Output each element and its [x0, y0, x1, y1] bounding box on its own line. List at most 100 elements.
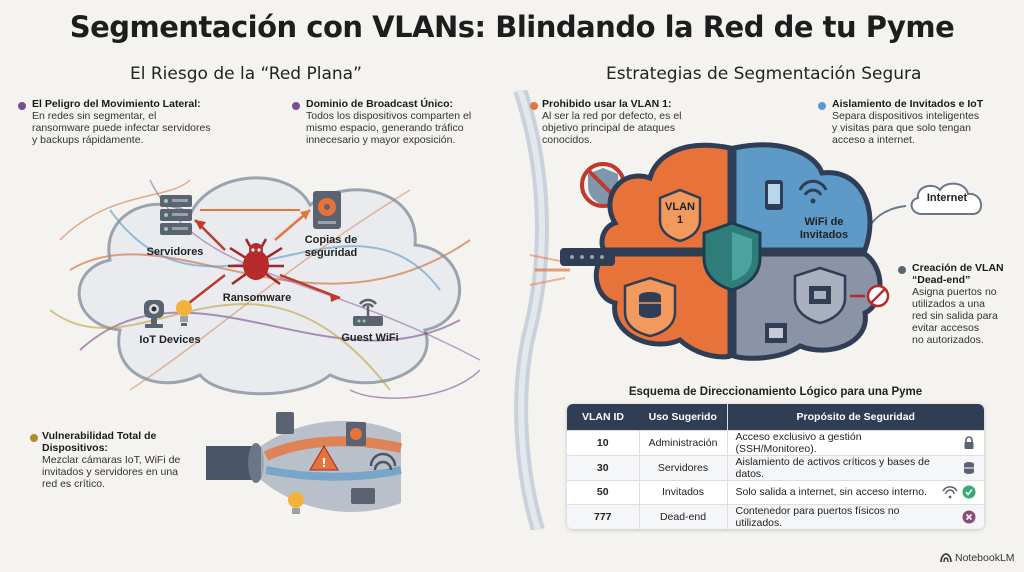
- cell-uso: Dead-end: [638, 503, 727, 529]
- label-wifi-guests: WiFi de Invitados: [786, 216, 862, 242]
- database-icon: [964, 461, 974, 474]
- note-heading: Prohibido usar la VLAN 1:: [542, 98, 672, 110]
- note-heading: Creación de VLAN: [912, 262, 1004, 274]
- cell-vlan-id: 10: [567, 429, 639, 455]
- lightbulb-icon: [176, 300, 192, 326]
- cell-proposito: Acceso exclusivo a gestión (SSH/Monitore…: [726, 429, 940, 455]
- note-line: conocidos.: [542, 134, 593, 146]
- cell-uso: Invitados: [638, 479, 727, 504]
- note-line: innecesario y mayor exposición.: [306, 134, 456, 146]
- note-heading: Dominio de Broadcast Único:: [306, 98, 454, 110]
- page-title: Segmentación con VLANs: Blindando la Red…: [69, 10, 955, 44]
- note-heading: Vulnerabilidad Total de: [42, 430, 157, 442]
- mixed-devices-pipe: !: [206, 412, 403, 514]
- note-line: acceso a internet.: [832, 134, 915, 146]
- server-icon: [160, 195, 192, 235]
- bullet-dot: [898, 266, 906, 274]
- iot-camera-icon: [144, 300, 164, 328]
- note-line: evitar accesos: [912, 322, 980, 334]
- internet-cloud-icon: [910, 182, 983, 215]
- table-row: 30 Servidores Aislamiento de activos crí…: [567, 454, 984, 480]
- note-heading: Aislamiento de Invitados e IoT: [832, 98, 984, 110]
- label-internet: Internet: [926, 192, 968, 204]
- label-backups: Copias de seguridad: [296, 234, 366, 260]
- label-line: 1: [676, 214, 684, 226]
- table-row: 777 Dead-end Contenedor para puertos fís…: [567, 503, 984, 529]
- note-line: mismo espacio, generando tráfico: [306, 122, 464, 134]
- backup-drive-icon: [313, 191, 341, 229]
- cell-vlan-id: 30: [567, 454, 639, 480]
- table-row: 50 Invitados Solo salida a internet, sin…: [567, 479, 984, 504]
- cell-icon: [940, 429, 984, 455]
- lock-icon: [964, 435, 974, 449]
- brand-watermark: NotebookLM: [940, 552, 1015, 564]
- label-guest-wifi: Guest WiFi: [341, 332, 399, 344]
- left-section-title: El Riesgo de la “Red Plana”: [130, 64, 362, 84]
- note-guest-isolation: Aislamiento de Invitados e IoT Separa di…: [832, 98, 1012, 146]
- note-dead-end: Creación de VLAN “Dead-end” Asigna puert…: [912, 262, 1020, 346]
- cell-icon: [940, 454, 984, 480]
- note-vulnerability: Vulnerabilidad Total de Dispositivos: Me…: [42, 430, 222, 490]
- center-divider: [513, 90, 570, 530]
- bullet-dot: [30, 434, 38, 442]
- cell-uso: Servidores: [638, 454, 727, 480]
- note-line: En redes sin segmentar, el: [32, 110, 157, 122]
- note-heading: “Dead-end”: [912, 274, 971, 286]
- note-line: red es crítico.: [42, 478, 106, 490]
- note-line: Mezclar cámaras IoT, WiFi de: [42, 454, 181, 466]
- label-servers: Servidores: [146, 246, 204, 258]
- segmented-network-diagram: [560, 142, 890, 361]
- cell-icon: [940, 503, 984, 529]
- label-line: Invitados: [799, 229, 849, 241]
- note-vlan1: Prohibido usar la VLAN 1: Al ser la red …: [542, 98, 722, 146]
- ransomware-bug-icon: [228, 238, 284, 286]
- right-section-title: Estrategias de Segmentación Segura: [606, 64, 922, 84]
- label-line: Copias de: [304, 234, 358, 246]
- brand-label: NotebookLM: [955, 552, 1015, 564]
- note-line: invitados y servidores en una: [42, 466, 178, 478]
- note-line: red sin salida para: [912, 310, 998, 322]
- table-title: Esquema de Direccionamiento Lógico para …: [628, 386, 923, 398]
- cell-proposito: Aislamiento de activos críticos y bases …: [726, 454, 940, 480]
- note-line: objetivo principal de ataques: [542, 122, 676, 134]
- label-line: seguridad: [304, 247, 358, 259]
- note-line: Al ser la red por defecto, es el: [542, 110, 682, 122]
- label-line: VLAN: [665, 201, 695, 213]
- cell-proposito: Solo salida a internet, sin acceso inter…: [726, 479, 940, 504]
- column-header: Propósito de Seguridad: [726, 404, 984, 430]
- x-circle-icon: [962, 510, 976, 523]
- bullet-dot: [18, 102, 26, 110]
- label-iot: IoT Devices: [139, 334, 201, 346]
- wifi-router-icon: [353, 298, 383, 326]
- label-line: WiFi de: [804, 216, 844, 228]
- cell-proposito: Contenedor para puertos físicos no utili…: [726, 503, 940, 529]
- label-ransomware: Ransomware: [222, 292, 292, 304]
- cell-uso: Administración: [638, 429, 727, 455]
- notebooklm-logo-icon: [940, 553, 952, 563]
- note-line: utilizados a una: [912, 298, 985, 310]
- note-line: no autorizados.: [912, 334, 984, 346]
- note-lateral-movement: El Peligro del Movimiento Lateral: En re…: [32, 98, 272, 146]
- column-header: Uso Sugerido: [639, 404, 727, 430]
- cell-vlan-id: 50: [567, 479, 639, 504]
- note-line: ransomware puede infectar servidores: [32, 122, 211, 134]
- note-heading: Dispositivos:: [42, 442, 108, 454]
- label-vlan1: VLAN 1: [660, 201, 700, 227]
- note-line: y visitas para que solo tengan: [832, 122, 971, 134]
- bullet-dot: [818, 102, 826, 110]
- table-row: 10 Administración Acceso exclusivo a ges…: [567, 429, 984, 455]
- wifi-check-icon: [942, 485, 976, 499]
- note-line: Todos los dispositivos comparten el: [306, 110, 472, 122]
- bullet-dot: [530, 102, 538, 110]
- svg-text:!: !: [321, 456, 326, 470]
- cell-icon: [940, 479, 984, 504]
- note-heading: El Peligro del Movimiento Lateral:: [32, 98, 201, 110]
- note-line: Separa dispositivos inteligentes: [832, 110, 980, 122]
- vlan-addressing-table: VLAN ID Uso Sugerido Propósito de Seguri…: [567, 404, 984, 529]
- table-header-row: VLAN ID Uso Sugerido Propósito de Seguri…: [567, 404, 984, 430]
- note-broadcast: Dominio de Broadcast Único: Todos los di…: [306, 98, 506, 146]
- note-line: y backups rápidamente.: [32, 134, 144, 146]
- note-line: Asigna puertos no: [912, 286, 997, 298]
- bullet-dot: [292, 102, 300, 110]
- column-header: VLAN ID: [567, 404, 639, 430]
